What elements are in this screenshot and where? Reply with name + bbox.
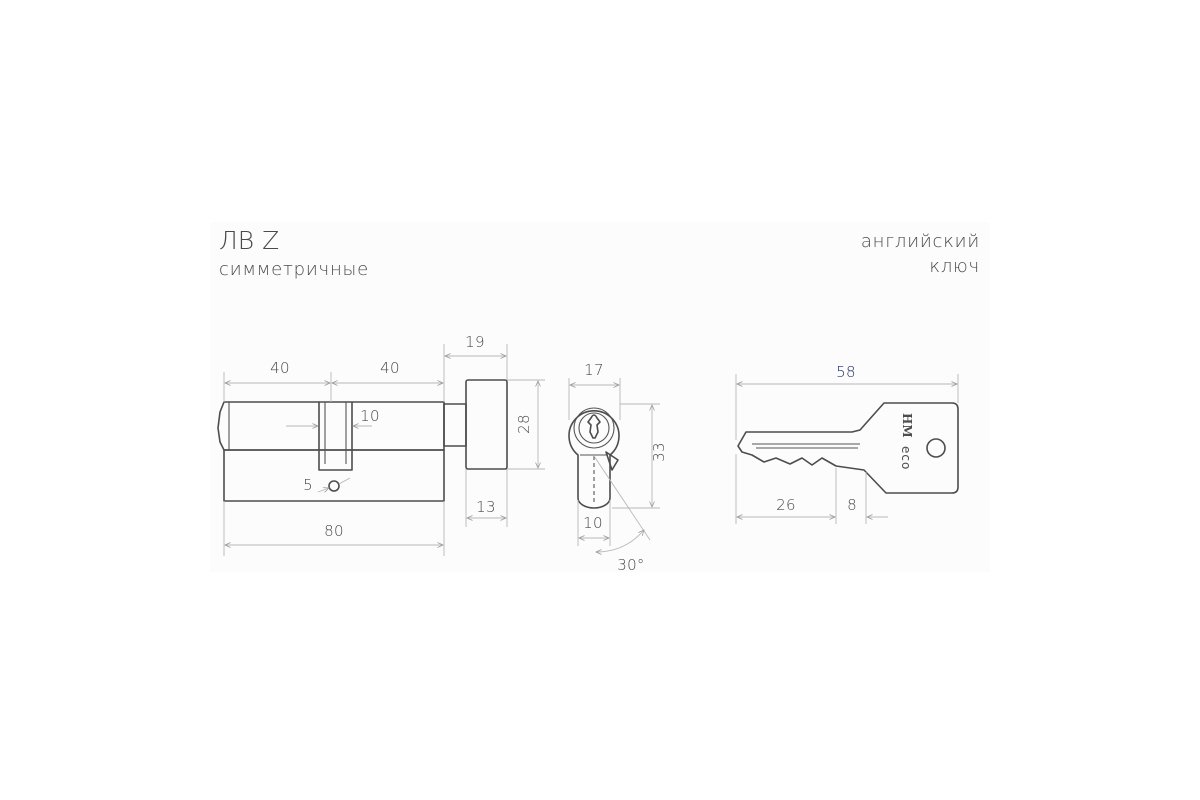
keyway <box>587 414 601 439</box>
cylinder-lower-body <box>223 449 445 502</box>
key-drawing: HM eco <box>737 402 959 494</box>
dim-cam-width: 10 <box>360 407 380 425</box>
key-hole <box>926 438 946 458</box>
cylinder-profile-view <box>568 407 620 509</box>
drawing-panel <box>210 222 990 572</box>
dim-left-half: 40 <box>270 359 290 377</box>
dim-knob-height: 28 <box>515 414 533 434</box>
key-type-line2: ключ <box>929 256 980 277</box>
dim-right-half: 40 <box>380 359 400 377</box>
cam-angle-line <box>593 455 651 541</box>
dim-profile-width: 17 <box>584 361 604 379</box>
dim-profile-bottom: 10 <box>583 514 603 532</box>
cylinder-side-view <box>217 379 508 502</box>
key-dimensions: 58 26 8 <box>735 363 959 524</box>
cylinder-dimensions: 40 40 10 5 80 19 28 13 <box>223 333 545 556</box>
dim-profile-height: 33 <box>650 442 668 462</box>
cylinder-upper-body <box>217 401 445 451</box>
knob-shaft <box>443 403 467 447</box>
dim-cam-angle: 30° <box>617 556 645 574</box>
dim-screw-hole: 5 <box>303 476 313 494</box>
profile-dimensions: 17 33 10 30° <box>568 361 668 574</box>
dim-knob-base: 13 <box>476 498 496 516</box>
key-type-line1: английский <box>861 231 980 252</box>
dim-key-length: 58 <box>836 363 856 381</box>
profile-outline <box>568 409 620 509</box>
model-subtitle: симметричные <box>219 259 369 280</box>
thumb-knob <box>465 379 508 470</box>
key-brand-line: eco <box>899 446 913 470</box>
key-outline <box>737 402 959 494</box>
cam-slot <box>318 401 353 471</box>
model-title: ЛВ Z <box>219 226 279 255</box>
plug-ring-outer <box>573 407 615 449</box>
cam-tip <box>605 451 619 471</box>
dim-total-length: 80 <box>324 522 344 540</box>
key-brand-mark: HM <box>900 413 914 438</box>
dim-key-blade: 26 <box>776 496 796 514</box>
cam-angle-arc <box>596 530 644 552</box>
screw-hole <box>328 480 340 492</box>
dim-knob-width: 19 <box>465 333 485 351</box>
dim-key-shoulder: 8 <box>847 496 857 514</box>
plug-ring-inner <box>578 412 610 444</box>
